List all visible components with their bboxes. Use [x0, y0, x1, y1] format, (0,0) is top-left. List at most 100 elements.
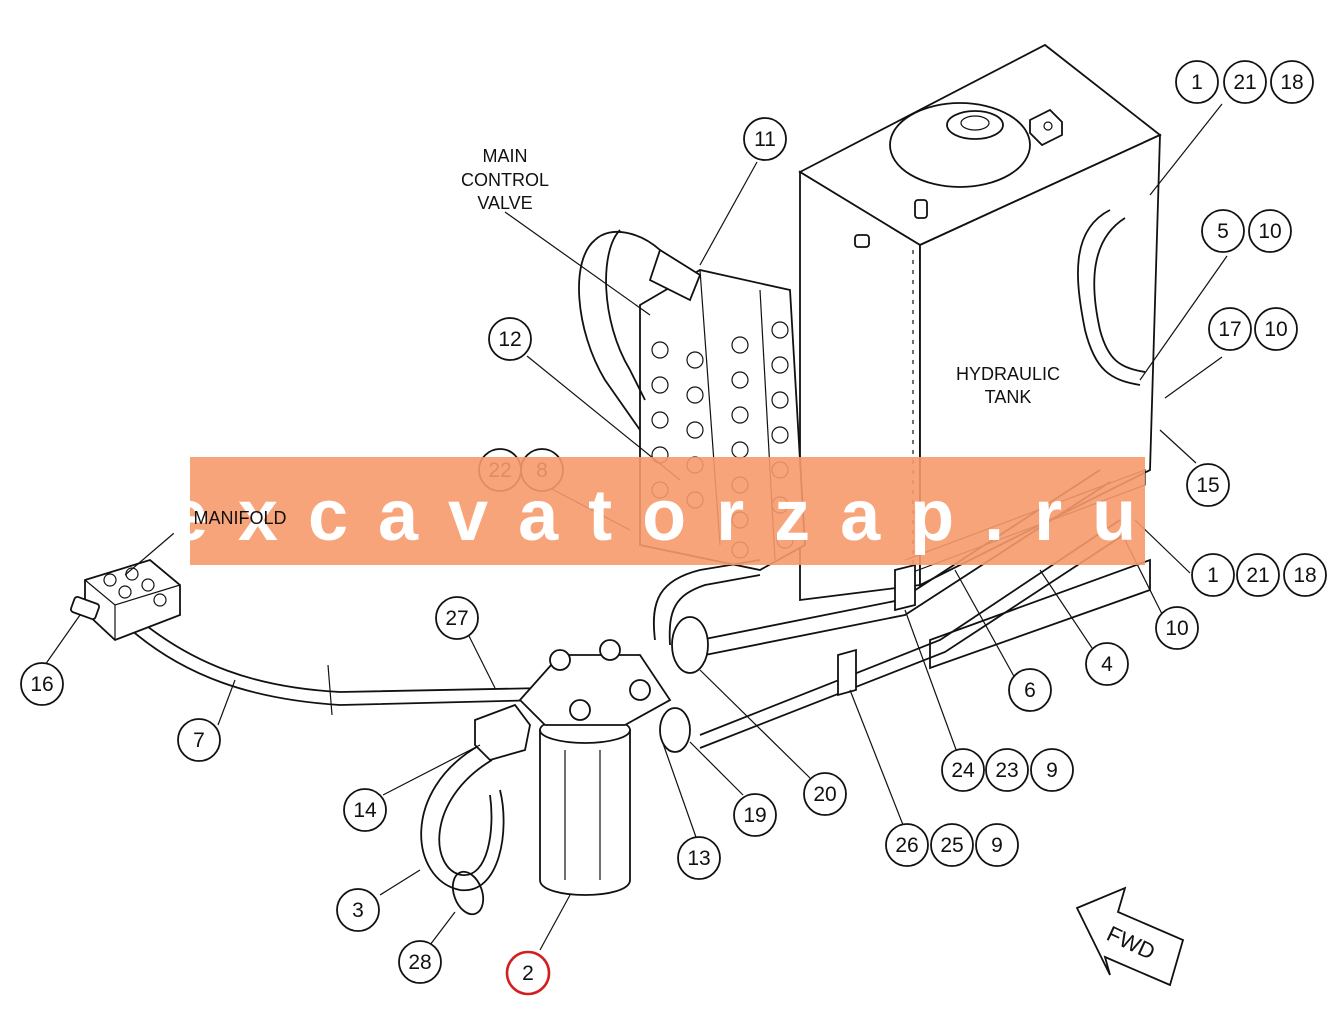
- callout-circle: [435, 596, 479, 640]
- callout-circle: [803, 772, 847, 816]
- callout-circle: [1030, 748, 1074, 792]
- callout-10-a: 10: [1248, 209, 1292, 253]
- callout-number: 10: [1165, 617, 1188, 640]
- callout-circle: [336, 888, 380, 932]
- callout-number: 16: [30, 673, 53, 696]
- callout-circle: [1223, 60, 1267, 104]
- callout-4: 4: [1085, 642, 1129, 686]
- callout-17: 17: [1208, 307, 1252, 351]
- manifold: [69, 558, 181, 642]
- callout-11: 11: [743, 117, 787, 161]
- callout-number: 20: [813, 783, 836, 806]
- callout-9-b: 9: [975, 823, 1019, 867]
- callout-circle: [1254, 307, 1298, 351]
- callout-circle: [1085, 642, 1129, 686]
- callout-23: 23: [985, 748, 1029, 792]
- callout-number: 9: [991, 834, 1003, 857]
- callout-number: 18: [1293, 564, 1316, 587]
- callout-circle: [1270, 60, 1314, 104]
- callout-circle: [177, 718, 221, 762]
- callout-circle: [1208, 307, 1252, 351]
- callout-circle: [1283, 553, 1327, 597]
- callout-6: 6: [1008, 668, 1052, 712]
- manifold-label: MANIFOLD: [193, 508, 286, 528]
- callout-20: 20: [803, 772, 847, 816]
- callout-number: 19: [743, 804, 766, 827]
- callout-circle: [677, 836, 721, 880]
- hydraulic-tank: [798, 43, 1162, 670]
- callout-circle: [1155, 606, 1199, 650]
- callout-circle: [1191, 553, 1235, 597]
- callout-1-bot: 1: [1191, 553, 1235, 597]
- callout-12: 12: [488, 317, 532, 361]
- callout-number: 25: [940, 834, 963, 857]
- callout-number: 10: [1258, 220, 1281, 243]
- callout-number: 28: [408, 951, 431, 974]
- callout-circle: [885, 823, 929, 867]
- callout-number: 23: [995, 759, 1018, 782]
- watermark-text: excavatorzap.ru: [168, 476, 1166, 556]
- callout-circle: [343, 788, 387, 832]
- clamp-24: [894, 563, 916, 612]
- callout-number: 9: [1046, 759, 1058, 782]
- callout-19: 19: [733, 793, 777, 837]
- watermark: excavatorzap.ru: [168, 457, 1166, 565]
- callout-number: 24: [951, 759, 975, 782]
- callout-circle: [1236, 553, 1280, 597]
- callout-number: 3: [352, 899, 364, 922]
- callout-circle: [733, 793, 777, 837]
- callout-25: 25: [930, 823, 974, 867]
- callout-number: 2: [522, 962, 534, 985]
- fwd-arrow: FWD: [1075, 886, 1185, 987]
- callout-24: 24: [941, 748, 985, 792]
- callout-13: 13: [677, 836, 721, 880]
- callout-circle: [941, 748, 985, 792]
- callout-10-b: 10: [1254, 307, 1298, 351]
- hydraulic-tank-label: HYDRAULIC TANK: [956, 364, 1060, 407]
- callout-14: 14: [343, 788, 387, 832]
- callout-number: 10: [1264, 318, 1287, 341]
- callout-15: 15: [1186, 463, 1230, 507]
- clamp-26: [837, 648, 857, 697]
- main-control-valve-label-line3: VALVE: [477, 193, 532, 213]
- clamp-7: [327, 664, 333, 716]
- callout-number: 1: [1207, 564, 1219, 587]
- callout-circle: [985, 748, 1029, 792]
- callout-number: 21: [1246, 564, 1269, 587]
- callout-circle: [930, 823, 974, 867]
- callout-circle: [1175, 60, 1219, 104]
- callout-number: 1: [1191, 71, 1203, 94]
- main-control-valve-label-line2: CONTROL: [461, 170, 549, 190]
- filter-assembly: [451, 616, 709, 916]
- callout-7: 7: [177, 718, 221, 762]
- callout-21-bot: 21: [1236, 553, 1280, 597]
- callout-2: 2: [505, 950, 551, 996]
- callout-21-top: 21: [1223, 60, 1267, 104]
- callout-number: 5: [1217, 220, 1229, 243]
- callout-circle: [975, 823, 1019, 867]
- callout-number: 27: [445, 607, 468, 630]
- callout-number: 15: [1196, 474, 1219, 497]
- callout-circle: [1248, 209, 1292, 253]
- main-control-valve-label-line1: MAIN: [483, 146, 528, 166]
- callout-circle: [1008, 668, 1052, 712]
- callout-circle: [743, 117, 787, 161]
- callout-10-c: 10: [1155, 606, 1199, 650]
- callout-number: 11: [754, 128, 776, 151]
- callout-number: 17: [1218, 318, 1241, 341]
- callout-18-top: 18: [1270, 60, 1314, 104]
- callout-circle: [488, 317, 532, 361]
- callout-number: 14: [353, 799, 377, 822]
- callout-number: 18: [1280, 71, 1303, 94]
- callout-28: 28: [398, 940, 442, 984]
- main-control-valve-label: MAIN CONTROL VALVE: [461, 146, 549, 213]
- callout-number: 13: [687, 847, 710, 870]
- callout-5: 5: [1201, 209, 1245, 253]
- callout-number: 4: [1101, 653, 1113, 676]
- callout-number: 12: [498, 328, 521, 351]
- callout-circle: [1186, 463, 1230, 507]
- hydraulic-tank-label-line1: HYDRAULIC: [956, 364, 1060, 384]
- callout-9-a: 9: [1030, 748, 1074, 792]
- callout-18-bot: 18: [1283, 553, 1327, 597]
